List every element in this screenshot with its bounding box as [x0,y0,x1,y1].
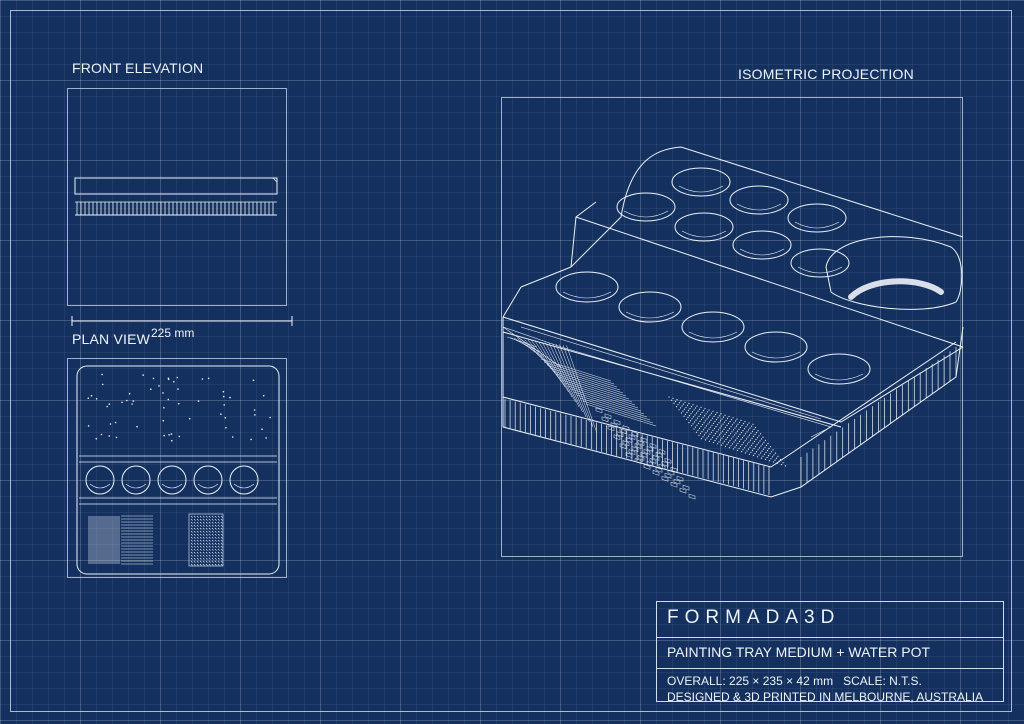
sheet-border [10,10,1012,712]
width-dimension-line [71,316,293,326]
plan-view-label: PLAN VIEW [72,331,151,347]
isometric-drawing [502,146,964,500]
scale-note: SCALE: N.T.S. [843,674,922,688]
origin-note: DESIGNED & 3D PRINTED IN MELBOURNE, AUST… [667,690,984,704]
plan-view-frame [67,358,287,578]
title-block: FORMADA3D PAINTING TRAY MEDIUM + WATER P… [656,601,1004,704]
plan-view-drawing [76,365,280,575]
front-elevation-frame [67,88,287,306]
front-elevation-drawing [74,177,278,216]
overall-dimensions: OVERALL: 225 × 235 × 42 mm [667,674,834,688]
product-name: PAINTING TRAY MEDIUM + WATER POT [657,638,1003,669]
front-elevation-label: FRONT ELEVATION [72,60,204,76]
brand-name: FORMADA3D [657,602,1003,638]
width-dimension-label: 225 mm [151,326,195,340]
isometric-projection-label: ISOMETRIC PROJECTION [738,66,914,82]
